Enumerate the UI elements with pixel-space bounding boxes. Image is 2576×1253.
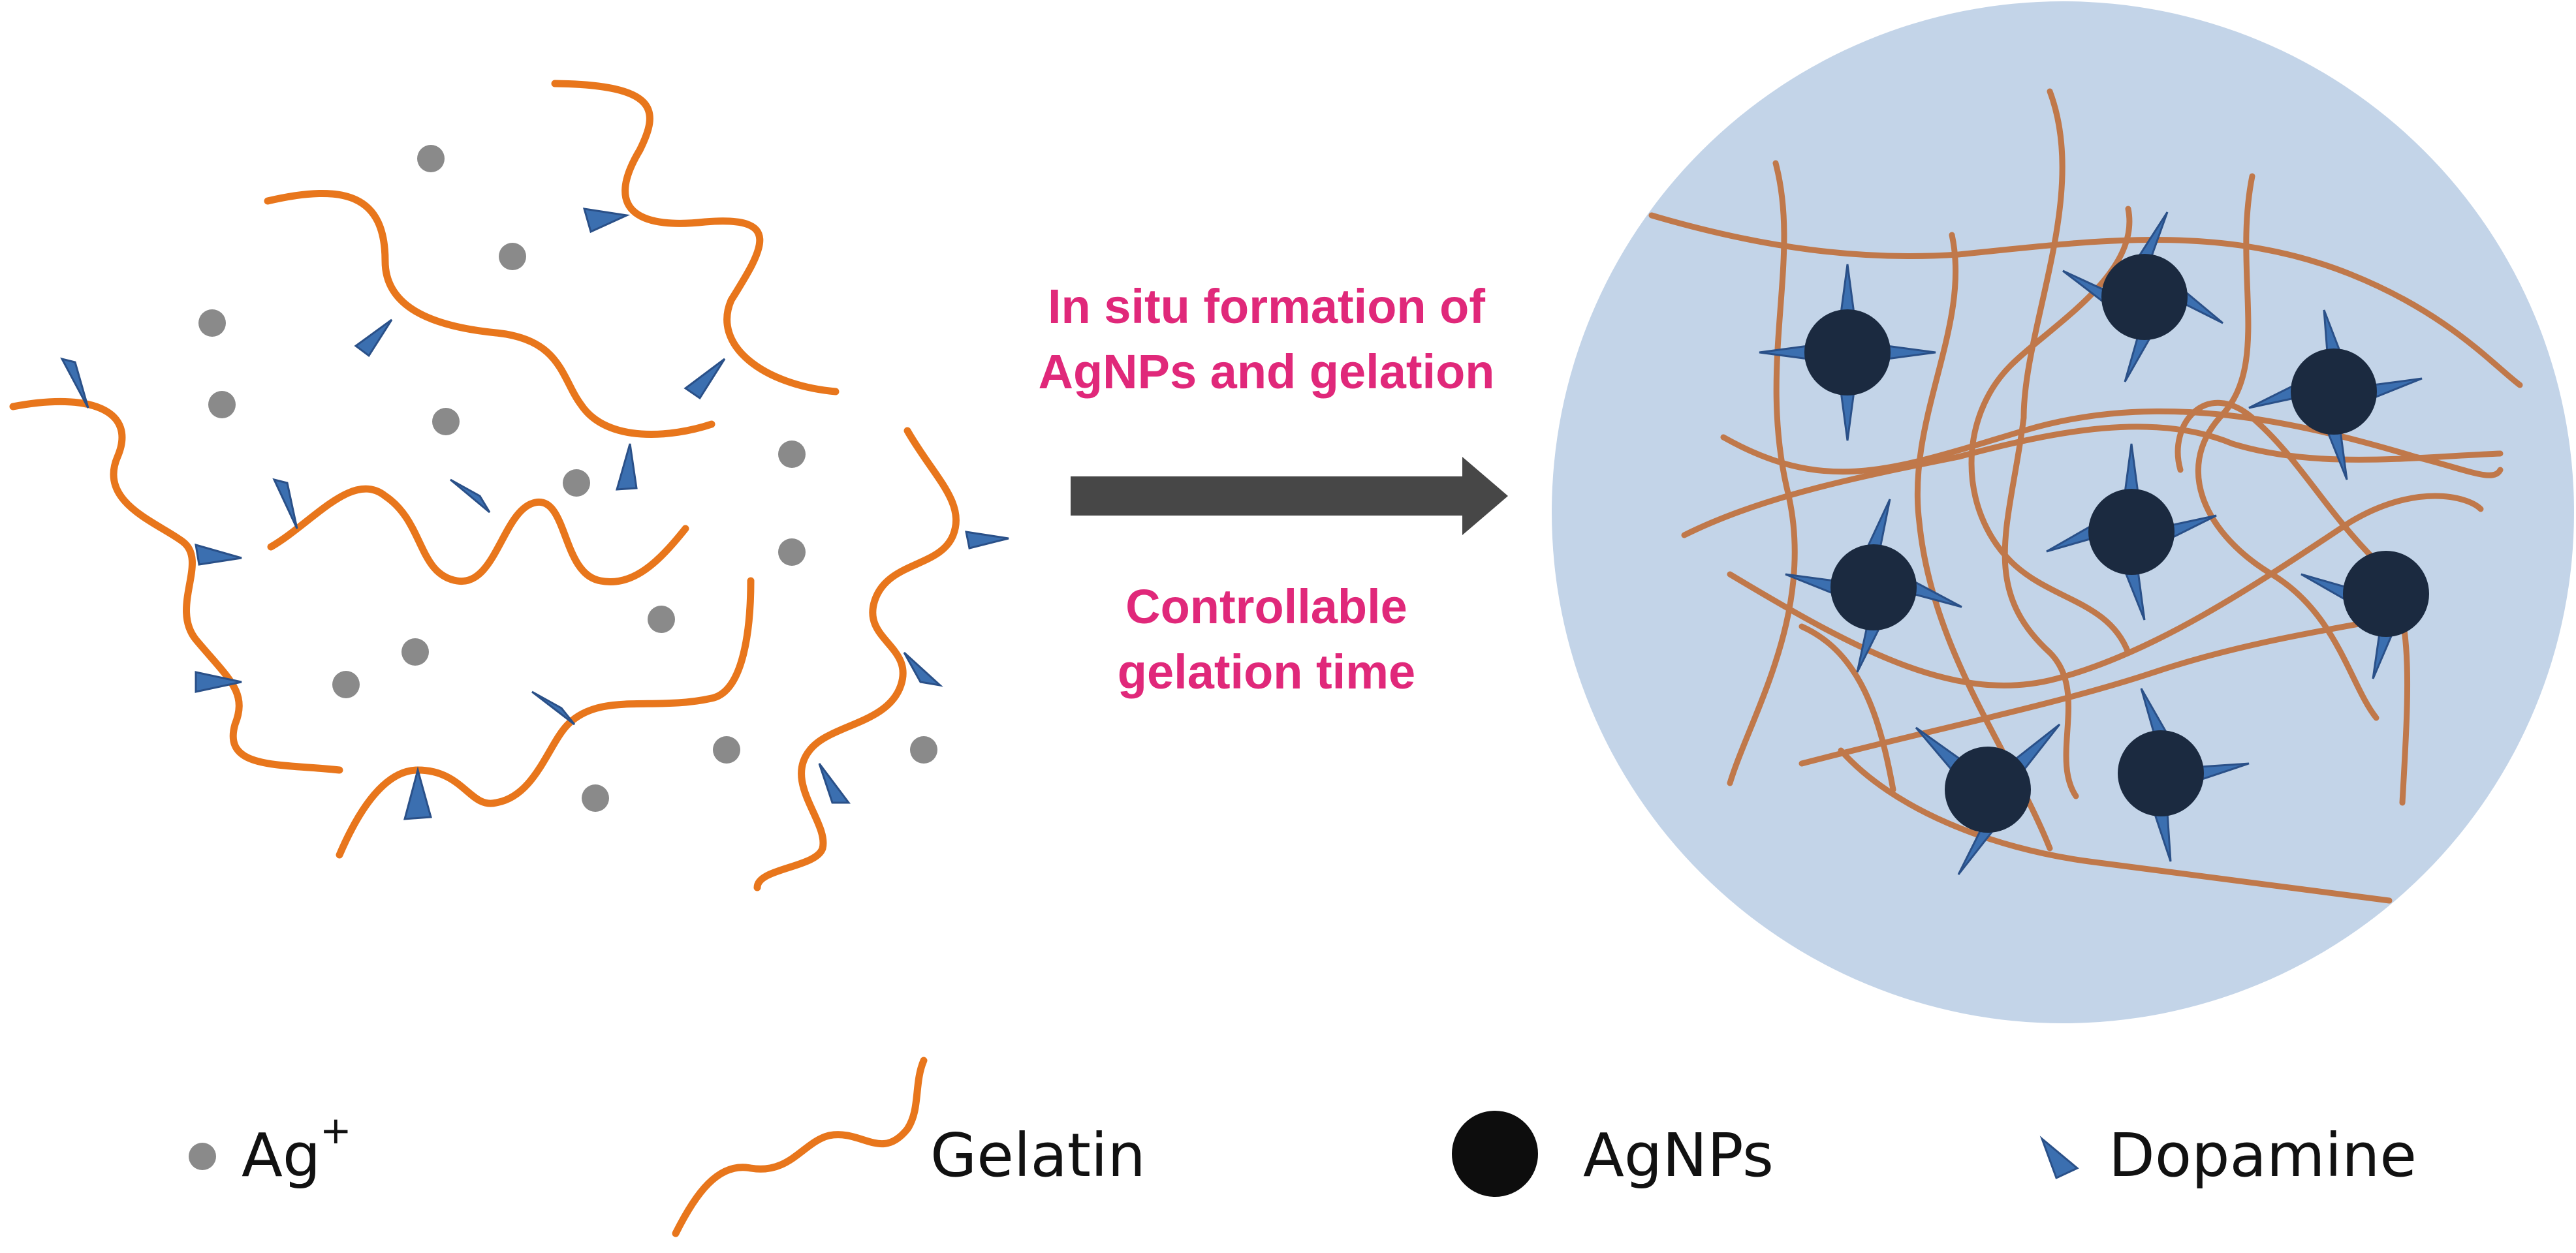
dopamine-marker [683,358,726,400]
dot-icon [189,1143,216,1170]
caption-bottom-line1: Controllable [1125,580,1407,634]
network-strand [1727,160,1798,786]
legend-dopamine-label: Dopamine [2109,1121,2417,1190]
caption-top-line1: In situ formation of [1048,279,1485,333]
caption-top-line2: AgNPs and gelation [1039,345,1495,399]
ag-ion [910,736,937,764]
ag-ion [198,309,226,337]
dopamine-group-free [60,208,1009,820]
ag-ion-group [198,145,937,812]
ag-ion [401,638,429,666]
agnp-particle [2301,551,2429,679]
triangle-icon [2039,1136,2079,1180]
legend-agnps-label: AgNPs [1583,1121,1774,1190]
legend: Ag + Gelatin AgNPs Dopamine [189,1057,2417,1237]
precursor-solution [9,80,960,891]
ag-ion [778,441,806,468]
agnp-particles [1759,211,2429,875]
caption-bottom-line2: gelation time [1118,645,1415,699]
network-strand [1720,408,2504,478]
dopamine-marker [531,690,576,726]
gelatin-chain [9,397,343,774]
legend-ag-ion-label: Ag [242,1121,321,1190]
network-strand [1798,623,1896,793]
gelatin-chain [551,80,840,395]
agnp-particle [1785,499,1962,673]
dopamine-marker [60,357,89,409]
ag-ion [778,538,806,566]
agnp-particle [1759,264,1936,441]
ag-ion [417,145,445,172]
gelatin-chain [264,190,715,438]
network-strand [2002,88,2079,799]
dopamine-marker [195,543,242,566]
ag-ion [208,391,236,418]
agnp-particle [2046,443,2217,621]
ag-ion [648,606,675,633]
network-strand [1727,493,2484,688]
network-strand [1838,747,2393,904]
dopamine-marker [403,766,432,820]
network-strand [2195,173,2380,721]
dopamine-marker [582,208,631,234]
ag-ion [432,408,460,435]
legend-gelatin-label: Gelatin [930,1121,1146,1190]
agnp-particle [1915,723,2061,875]
dopamine-marker [450,478,491,514]
hydrogel-background [1552,1,2574,1023]
gelatin-chain [753,427,960,891]
dopamine-marker [354,318,393,358]
network-strand [1681,424,2504,538]
network-strand [1648,212,2523,388]
network-strand [1798,610,2419,767]
dopamine-marker [965,531,1009,549]
dopamine-marker [272,478,298,529]
gelatin-chain-icon [672,1057,928,1237]
agnp-particle [2118,688,2250,862]
network-strand [1968,206,2133,656]
circle-icon [1452,1111,1538,1197]
dopamine-marker [818,763,851,804]
gelatin-chain [267,485,689,585]
ag-ion [332,671,360,698]
dopamine-marker [195,671,242,693]
agnp-particle [2248,309,2423,480]
ag-ion [563,469,590,497]
dopamine-marker [903,651,943,687]
network-strand [2175,399,2411,806]
ag-ion [499,243,526,270]
ag-ion [582,784,609,812]
gelatin-chain [336,577,755,859]
legend-ag-ion-charge: + [320,1108,352,1152]
dopamine-marker [615,443,638,491]
right-arrow-icon [1071,457,1508,535]
ag-ion [713,736,740,764]
agnp-particle [2062,211,2223,382]
